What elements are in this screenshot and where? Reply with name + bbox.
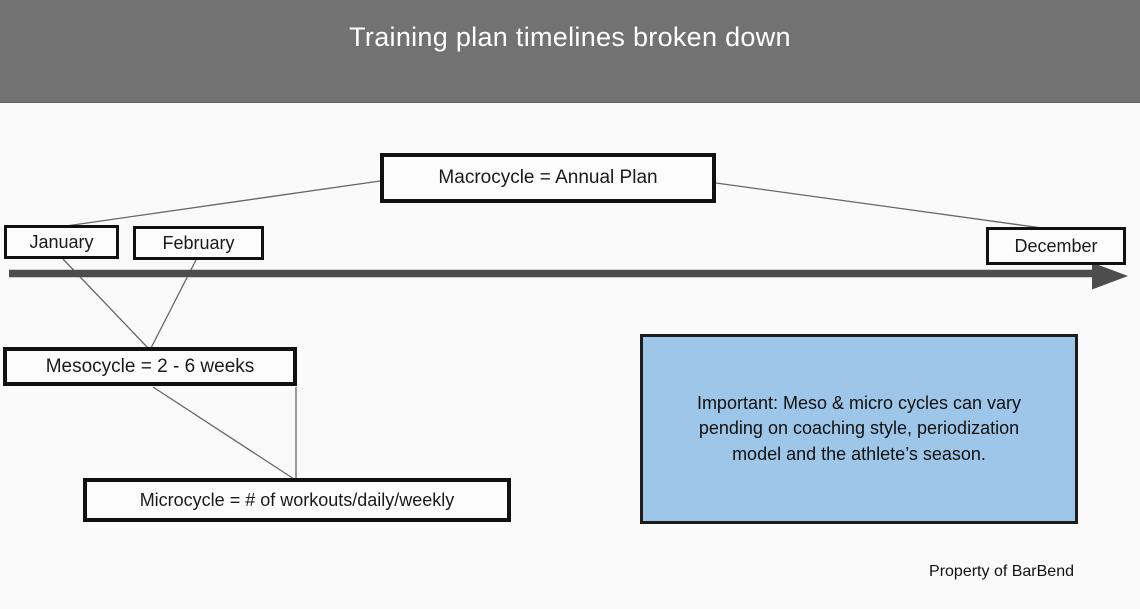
month-label-february: February (162, 232, 235, 253)
note-line: pending on coaching style, periodization (698, 418, 1020, 439)
timeline-arrowhead (1092, 262, 1128, 290)
mesocycle-label: Mesocycle = 2 - 6 weeks (45, 355, 255, 377)
mesocycle-box: Mesocycle = 2 - 6 weeks (3, 347, 297, 386)
macrocycle-box: Macrocycle = Annual Plan (380, 153, 716, 203)
month-box-december: December (986, 227, 1126, 265)
note-line: Important: Meso & micro cycles can vary (696, 392, 1022, 413)
connector-macro-december (715, 182, 1043, 229)
month-label-december: December (1014, 235, 1098, 256)
credit-text: Property of BarBend (929, 563, 1074, 580)
microcycle-label: Microcycle = # of workouts/daily/weekly (139, 489, 455, 510)
title-bar: Training plan timelines broken down (0, 0, 1140, 103)
connector-meso-micro-diagonal (152, 386, 295, 480)
page-title: Training plan timelines broken down (349, 22, 791, 52)
microcycle-box: Microcycle = # of workouts/daily/weekly (83, 478, 511, 522)
important-note-box: Important: Meso & micro cycles can vary … (640, 334, 1078, 524)
macrocycle-label: Macrocycle = Annual Plan (438, 167, 658, 188)
month-label-january: January (29, 231, 94, 252)
month-box-february: February (133, 226, 264, 260)
month-box-january: January (4, 225, 119, 259)
connector-macro-january (65, 180, 381, 227)
note-line: model and the athlete’s season. (732, 443, 986, 464)
